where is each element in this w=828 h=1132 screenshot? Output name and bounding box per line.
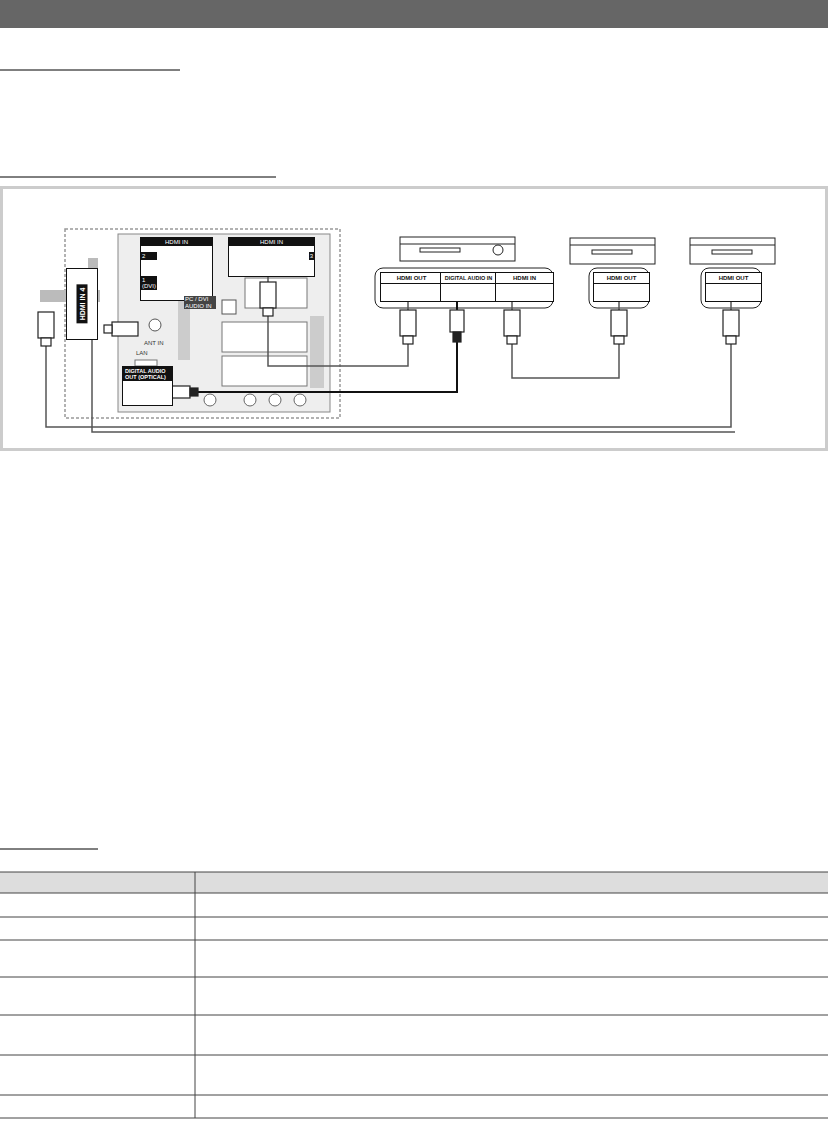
pc-in-port: [245, 278, 307, 308]
player-device: [690, 238, 775, 264]
port-box: HDMI OUT: [593, 272, 650, 302]
optical-plug: [168, 310, 464, 398]
port-label: DIGITAL AUDIO OUT (OPTICAL): [123, 367, 172, 381]
port-label: HDMI OUT: [381, 273, 442, 284]
port-label: HDMI OUT: [594, 273, 649, 284]
ext-label-band: [310, 316, 324, 388]
port-label: HDMI IN: [141, 238, 212, 246]
tv-rear-panel: [118, 234, 330, 412]
player-device: [570, 238, 655, 264]
port-label: DIGITAL AUDIO IN: [441, 273, 496, 284]
port-label: 1 (DVI): [141, 276, 157, 290]
cable: [512, 302, 619, 378]
heading-rule: [0, 177, 276, 178]
port-label: 3: [309, 252, 314, 260]
scart-port: [222, 356, 307, 386]
receiver-port-panel: [375, 268, 553, 308]
ant-in-jack: [149, 319, 161, 331]
port-label: HDMI IN: [496, 273, 553, 284]
heading-rule: [0, 849, 98, 850]
port-box: HDMI OUT: [380, 272, 443, 302]
table-grid: [0, 872, 828, 1118]
heading-rule: [0, 70, 180, 71]
av-receiver: [400, 237, 515, 261]
port-name: LAN: [135, 350, 149, 356]
av-jacks: [204, 394, 306, 406]
port-box: HDMI OUT: [705, 272, 762, 302]
port-box: DIGITAL AUDIO OUT (OPTICAL): [122, 366, 173, 406]
port-box: HDMI IN 3: [228, 237, 315, 277]
port-name: PC / DVI AUDIO IN: [184, 296, 216, 309]
diagram-frame: [2, 188, 827, 450]
port-label: HDMI IN: [229, 238, 314, 246]
audio-jack: [222, 300, 236, 314]
port-name: ANT IN: [143, 340, 165, 346]
scart-port: [222, 322, 307, 352]
port-label: HDMI IN 4: [77, 285, 88, 324]
header-bar: [0, 0, 828, 28]
table-header: [0, 872, 828, 893]
port-box: HDMI IN 4: [66, 268, 98, 340]
port-label: 2: [141, 252, 157, 260]
tv-outline: [65, 229, 340, 418]
port-box: HDMI IN 2 1 (DVI): [140, 237, 213, 301]
cable: [173, 302, 457, 392]
port-box: DIGITAL AUDIO IN: [440, 272, 497, 302]
port-box: HDMI IN: [495, 272, 554, 302]
port-label: HDMI OUT: [706, 273, 761, 284]
cable: [92, 330, 735, 432]
cable: [46, 302, 731, 427]
